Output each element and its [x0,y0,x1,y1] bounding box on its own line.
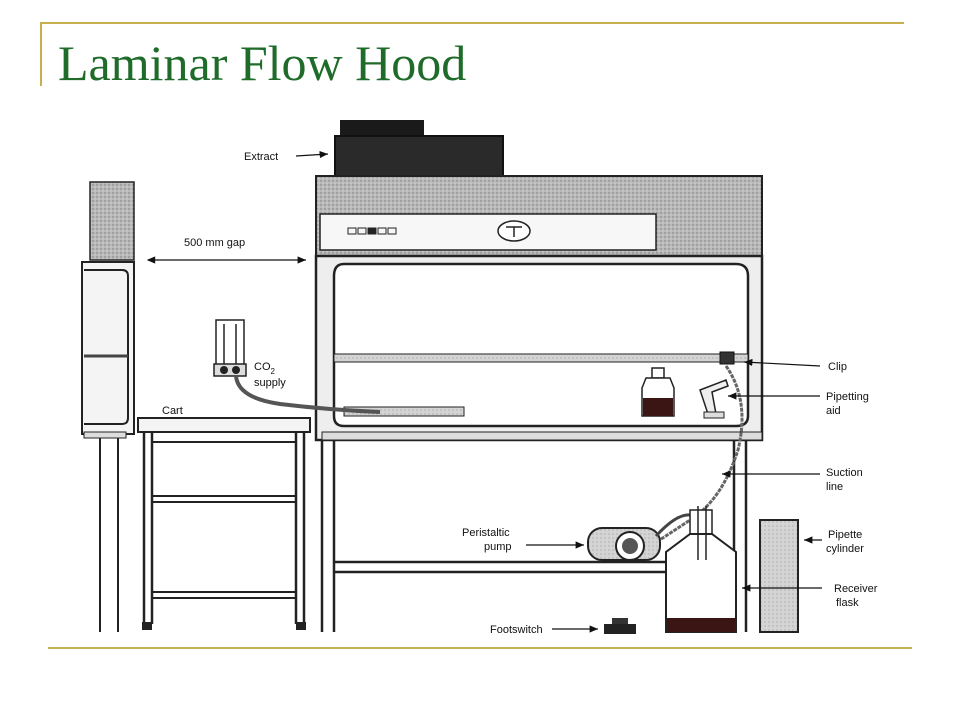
label-peristaltic: Peristaltic [462,527,510,539]
label-co2: CO2 [254,361,276,376]
extract-unit [334,120,504,177]
footswitch [604,618,636,634]
label-suction: Suction [826,467,863,479]
receiver-flask [665,506,737,633]
media-bottle [641,367,675,417]
label-cart: Cart [162,405,183,417]
clip [719,351,735,365]
leader-lines [146,150,822,633]
label-pipetting: Pipetting [826,391,869,403]
top-rule [40,22,904,24]
hood-cabinet [314,254,764,442]
peristaltic-pump [587,527,661,561]
top-left-rule [40,22,42,86]
label-flask: flask [836,597,859,609]
label-receiver: Receiver [834,583,878,595]
label-aid: aid [826,405,841,417]
hood-top-panel [315,175,763,257]
label-extract: Extract [244,151,278,163]
label-gap: 500 mm gap [184,237,245,249]
label-cylinder: cylinder [826,543,864,555]
adjacent-hood [81,181,135,632]
label-line: line [826,481,843,493]
co2-flowmeter [213,319,247,377]
label-pump: pump [484,541,512,553]
bottom-rule [48,647,912,649]
label-footswitch: Footswitch [490,624,543,636]
label-supply: supply [254,377,286,389]
cart [137,417,311,630]
label-pipette: Pipette [828,529,862,541]
pipetting-aid [699,379,729,419]
co2-tube [234,375,381,414]
slide-title: Laminar Flow Hood [58,35,467,91]
suction-line [649,365,744,548]
pipette-cylinder [759,519,799,633]
label-clip: Clip [828,361,847,373]
